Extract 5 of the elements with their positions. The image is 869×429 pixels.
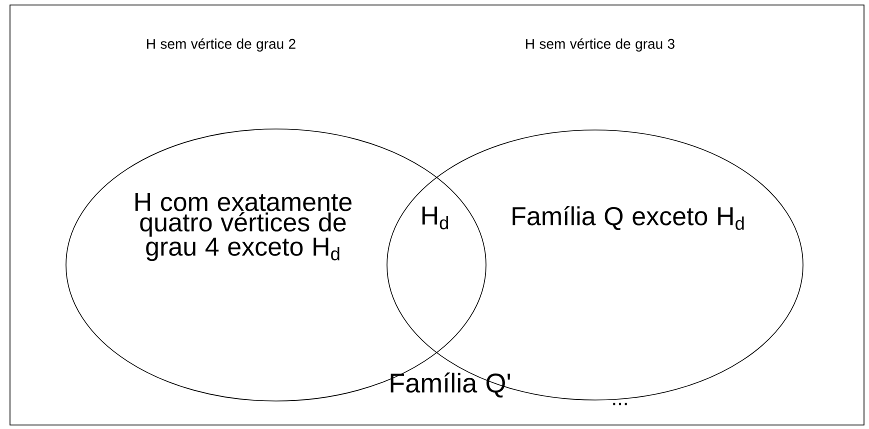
set-label: H com exatamente quatro vértices de grau 4 exceto H$_{d}$ xyxy=(135,193,352,261)
region-label: H$_{d}$ xyxy=(422,206,448,230)
set-heading: H sem vértice de grau 2 xyxy=(147,38,296,52)
set-heading: H sem vértice de grau 3 xyxy=(526,38,674,52)
set-label: Família Q exceto H$_{d}$ xyxy=(512,206,744,230)
